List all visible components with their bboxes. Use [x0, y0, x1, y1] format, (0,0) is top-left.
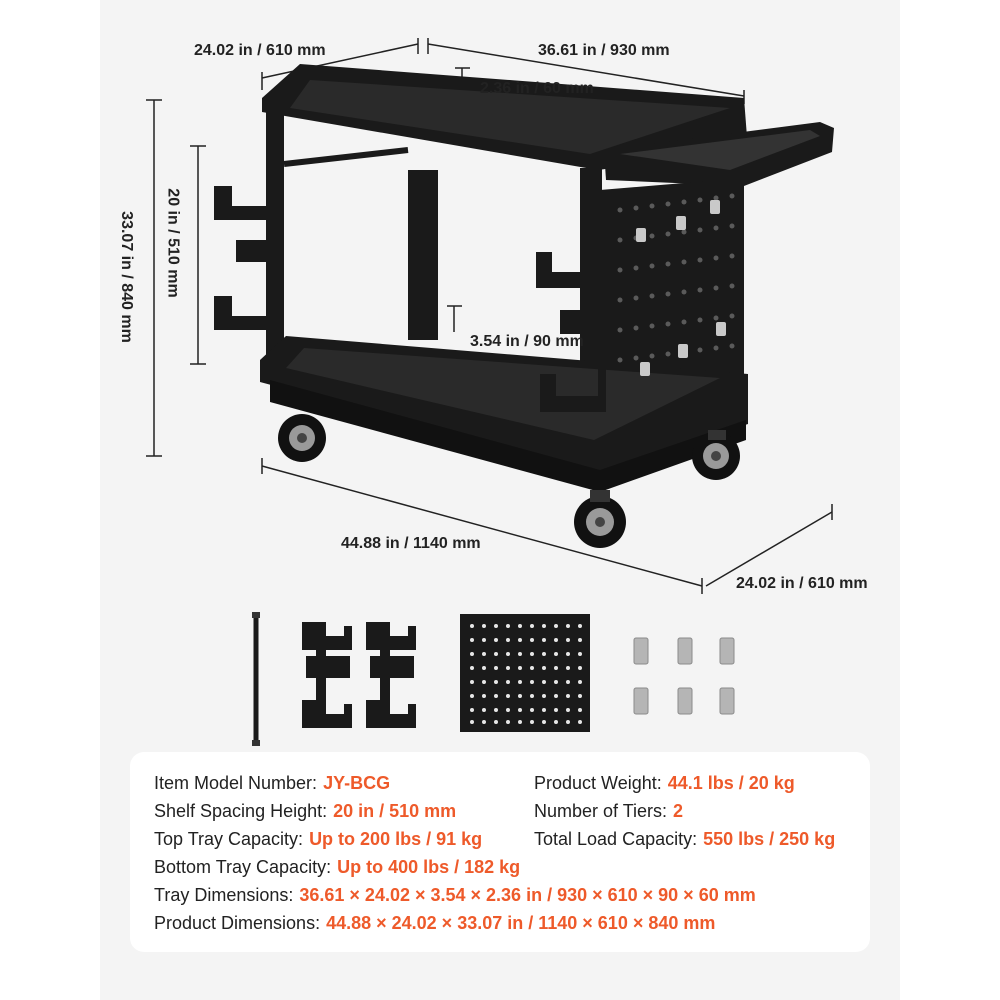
spec-value: 2	[673, 801, 684, 821]
wheel-icon	[692, 432, 740, 480]
spec-label: Tray Dimensions:	[154, 885, 294, 905]
spec-total-capacity: Total Load Capacity:550 lbs / 250 kg	[534, 829, 835, 850]
dim-overall-height: 33.07 in / 840 mm	[117, 211, 135, 343]
dim-bottom-depth: 24.02 in / 610 mm	[736, 575, 868, 592]
spec-top-capacity: Top Tray Capacity:Up to 200 lbs / 91 kg	[154, 829, 482, 850]
pegboard-panel-icon	[460, 614, 590, 732]
cart-body	[214, 64, 834, 492]
spec-tray-dimensions: Tray Dimensions:36.61 × 24.02 × 3.54 × 2…	[154, 885, 756, 906]
spec-box	[130, 752, 870, 952]
dim-overall-length: 44.88 in / 1140 mm	[341, 535, 481, 552]
dim-top-depth: 24.02 in / 610 mm	[194, 42, 326, 59]
wheel-icon	[574, 496, 626, 548]
spec-value: JY-BCG	[323, 773, 391, 793]
spec-value: 550 lbs / 250 kg	[703, 829, 836, 849]
spec-tiers: Number of Tiers:2	[534, 801, 683, 822]
spec-label: Top Tray Capacity:	[154, 829, 304, 849]
tool-holder-icon	[366, 622, 416, 728]
dimension-lines	[146, 38, 833, 594]
wheel-icon	[278, 414, 326, 462]
spec-weight: Product Weight:44.1 lbs / 20 kg	[534, 773, 795, 794]
peg-hooks-icon	[633, 637, 735, 715]
spec-shelf-spacing: Shelf Spacing Height:20 in / 510 mm	[154, 801, 456, 822]
spec-product-dimensions: Product Dimensions:44.88 × 24.02 × 33.07…	[154, 913, 715, 934]
dim-tray-lip-top: 2.36 in / 60 mm	[480, 80, 594, 97]
spec-label: Shelf Spacing Height:	[154, 801, 328, 821]
pegboard-holes	[617, 193, 735, 363]
pegboard-hooks	[636, 200, 726, 376]
spec-value: 36.61 × 24.02 × 3.54 × 2.36 in / 930 × 6…	[299, 885, 756, 905]
wheels	[278, 414, 740, 548]
dim-top-length: 36.61 in / 930 mm	[538, 42, 670, 59]
dim-tray-lip-bottom: 3.54 in / 90 mm	[470, 333, 584, 350]
spec-value: 20 in / 510 mm	[333, 801, 457, 821]
spec-label: Bottom Tray Capacity:	[154, 857, 332, 877]
accessories	[252, 612, 735, 746]
spec-label: Total Load Capacity:	[534, 829, 698, 849]
spec-bottom-capacity: Bottom Tray Capacity:Up to 400 lbs / 182…	[154, 857, 520, 878]
spec-label: Item Model Number:	[154, 773, 318, 793]
dim-shelf-spacing: 20 in / 510 mm	[164, 188, 182, 298]
spec-value: Up to 200 lbs / 91 kg	[309, 829, 483, 849]
tool-holder-icon	[302, 622, 352, 728]
spec-label: Number of Tiers:	[534, 801, 668, 821]
spec-model: Item Model Number:JY-BCG	[154, 773, 390, 794]
spec-value: Up to 400 lbs / 182 kg	[337, 857, 521, 877]
support-bar-icon	[252, 612, 260, 746]
spec-value: 44.1 lbs / 20 kg	[667, 773, 795, 793]
spec-label: Product Weight:	[534, 773, 662, 793]
spec-label: Product Dimensions:	[154, 913, 321, 933]
spec-value: 44.88 × 24.02 × 33.07 in / 1140 × 610 × …	[326, 913, 716, 933]
